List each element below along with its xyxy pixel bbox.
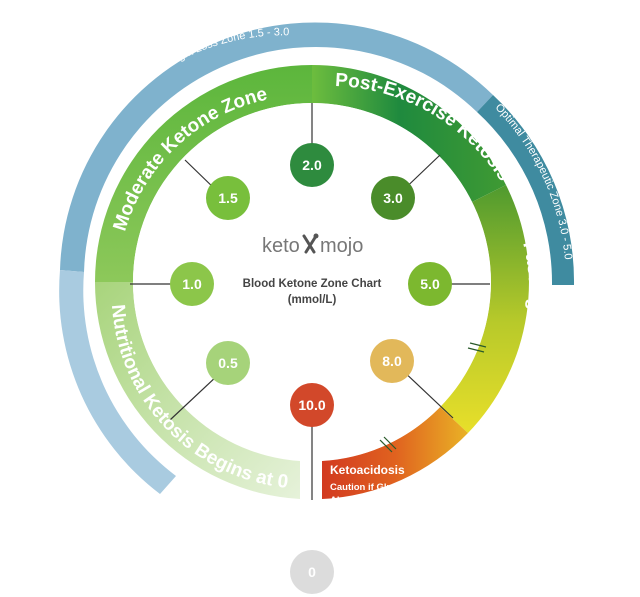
ketoacidosis-title: Ketoacidosis: [330, 463, 405, 477]
marker-10-0-label: 10.0: [298, 397, 325, 413]
marker-1-5: 1.5: [206, 176, 250, 220]
marker-3-0: 3.0: [371, 176, 415, 220]
ketoacidosis-line1: Caution if Glucose: [330, 482, 414, 493]
marker-3-0-label: 3.0: [383, 190, 403, 206]
moderate-zone-arc: [95, 65, 312, 282]
post-exercise-zone-arc: [312, 65, 506, 202]
marker-1-0-circle: [170, 262, 214, 306]
brand-right: mojo: [320, 235, 363, 257]
logo-x-icon: [302, 233, 319, 254]
marker-10-0: 10.0: [290, 383, 334, 427]
center-title: Blood Ketone Zone Chart: [243, 278, 382, 290]
marker-2-0: 2.0: [290, 143, 334, 187]
marker-1-5-label: 1.5: [218, 190, 238, 206]
brand-left: keto: [262, 235, 300, 257]
marker-0-5-label: 0.5: [218, 355, 238, 371]
marker-10-0-circle: [290, 383, 334, 427]
marker-0-5: 0.5: [206, 341, 250, 385]
weight-loss-band: [60, 22, 493, 273]
marker-0: 0: [290, 550, 334, 594]
marker-2-0-label: 2.0: [302, 157, 322, 173]
marker-0-label: 0: [308, 564, 316, 580]
marker-3-0-circle: [371, 176, 415, 220]
marker-8-0-circle: [370, 339, 414, 383]
marker-5-0-circle: [408, 262, 452, 306]
marker-0-5-circle: [206, 341, 250, 385]
ketoacidosis-line2: Above 240mg/dL: [330, 495, 406, 506]
marker-1-5-circle: [206, 176, 250, 220]
marker-5-0: 5.0: [408, 262, 452, 306]
marker-1-0: 1.0: [170, 262, 214, 306]
zone-dividers: [379, 342, 487, 453]
keto-mojo-logo: keto mojo: [262, 233, 363, 257]
light-ketosis-band: [59, 270, 176, 494]
nutritional-zone-arc: [94, 282, 300, 499]
ketoacidosis-arc: [322, 407, 468, 499]
marker-8-0-label: 8.0: [382, 353, 402, 369]
fasting-zone-arc: [440, 185, 529, 433]
therapeutic-band: [477, 95, 575, 285]
center-unit: (mmol/L): [288, 294, 337, 306]
marker-5-0-label: 5.0: [420, 276, 440, 292]
marker-2-0-circle: [290, 143, 334, 187]
ketoacidosis-line3: Check Glucose: [330, 508, 399, 519]
marker-8-0: 8.0: [370, 339, 414, 383]
marker-1-0-label: 1.0: [182, 276, 202, 292]
marker-0-circle: [290, 550, 334, 594]
